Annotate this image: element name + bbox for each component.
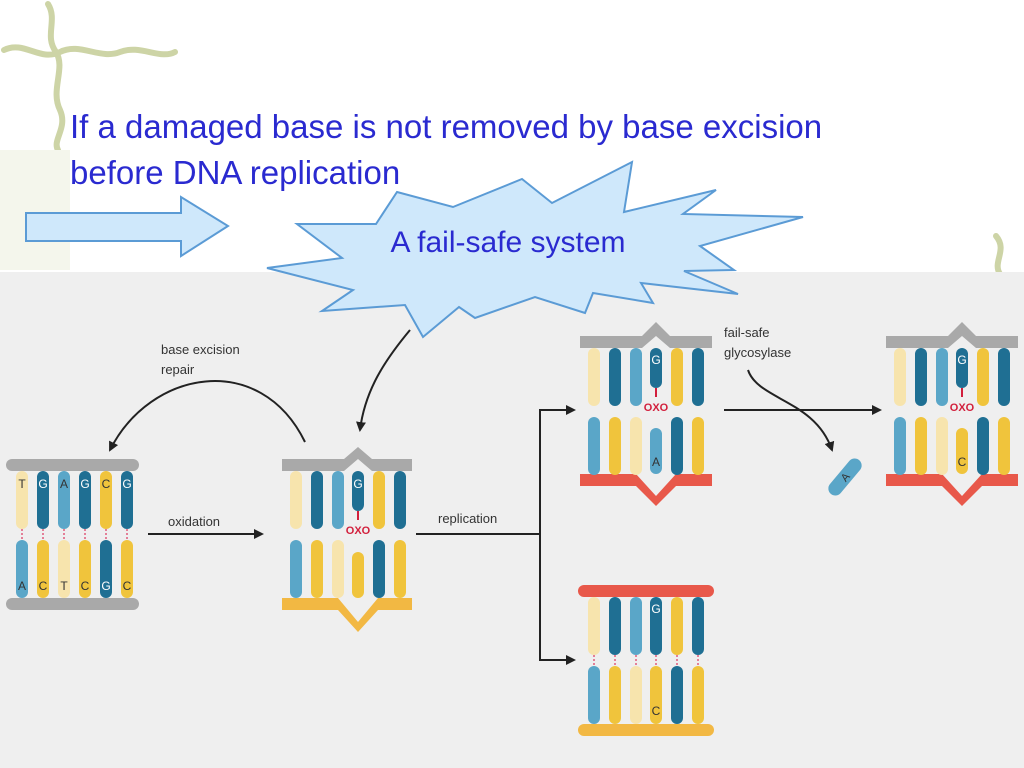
base-label: G xyxy=(122,477,131,491)
slide-title: If a damaged base is not removed by base… xyxy=(70,104,1000,196)
replication-label: replication xyxy=(438,511,497,526)
dna-oxo-a: OXO G A xyxy=(580,322,712,506)
diagram-panel xyxy=(0,272,1024,768)
slide-title-line: before DNA replication xyxy=(70,154,401,191)
right-arrow-icon xyxy=(25,195,230,258)
base-label: G xyxy=(957,353,966,367)
failsafe-label: fail-safe xyxy=(724,325,770,340)
dna-oxidized: OXO G xyxy=(282,447,412,632)
slide-title-line: If a damaged base is not removed by base… xyxy=(70,108,823,145)
base-label: G xyxy=(80,477,89,491)
oxidation-label: oxidation xyxy=(168,514,220,529)
dna-normal-copy: G C xyxy=(578,585,714,736)
base-label: C xyxy=(81,579,90,593)
base-label: C xyxy=(123,579,132,593)
excised-base-a: A xyxy=(828,458,862,496)
base-excision-repair-arrow xyxy=(109,380,306,452)
ber-label: base excision xyxy=(161,342,240,357)
base-label: T xyxy=(60,579,68,593)
vine-shadow xyxy=(0,150,70,270)
base-label: G xyxy=(651,353,660,367)
callout-pointer-arrow xyxy=(356,329,411,432)
base-label: G xyxy=(353,477,362,491)
excision-arrow xyxy=(747,369,835,452)
base-label: A xyxy=(18,579,26,593)
base-label: G xyxy=(38,477,47,491)
decorative-vine xyxy=(1,1,1004,277)
base-label: C xyxy=(958,455,967,469)
failsafe-label: glycosylase xyxy=(724,345,791,360)
base-label: T xyxy=(18,477,26,491)
base-label: G xyxy=(101,579,110,593)
base-label: A xyxy=(60,477,68,491)
base-label: C xyxy=(652,704,661,718)
callout-starburst xyxy=(266,160,804,339)
replication-arrows xyxy=(416,405,576,665)
base-label: C xyxy=(39,579,48,593)
oxo-label: OXO xyxy=(950,402,975,414)
oxo-label: OXO xyxy=(346,525,371,537)
dna-oxo-c: OXO G C xyxy=(886,322,1018,506)
base-label: C xyxy=(102,477,111,491)
callout-text: A fail-safe system xyxy=(390,226,625,259)
base-label: A xyxy=(652,455,660,469)
oxo-label: OXO xyxy=(644,402,669,414)
base-label: G xyxy=(651,602,660,616)
dna-intact: T G A G C G A C T C G C xyxy=(6,459,139,610)
ber-label: repair xyxy=(161,362,195,377)
